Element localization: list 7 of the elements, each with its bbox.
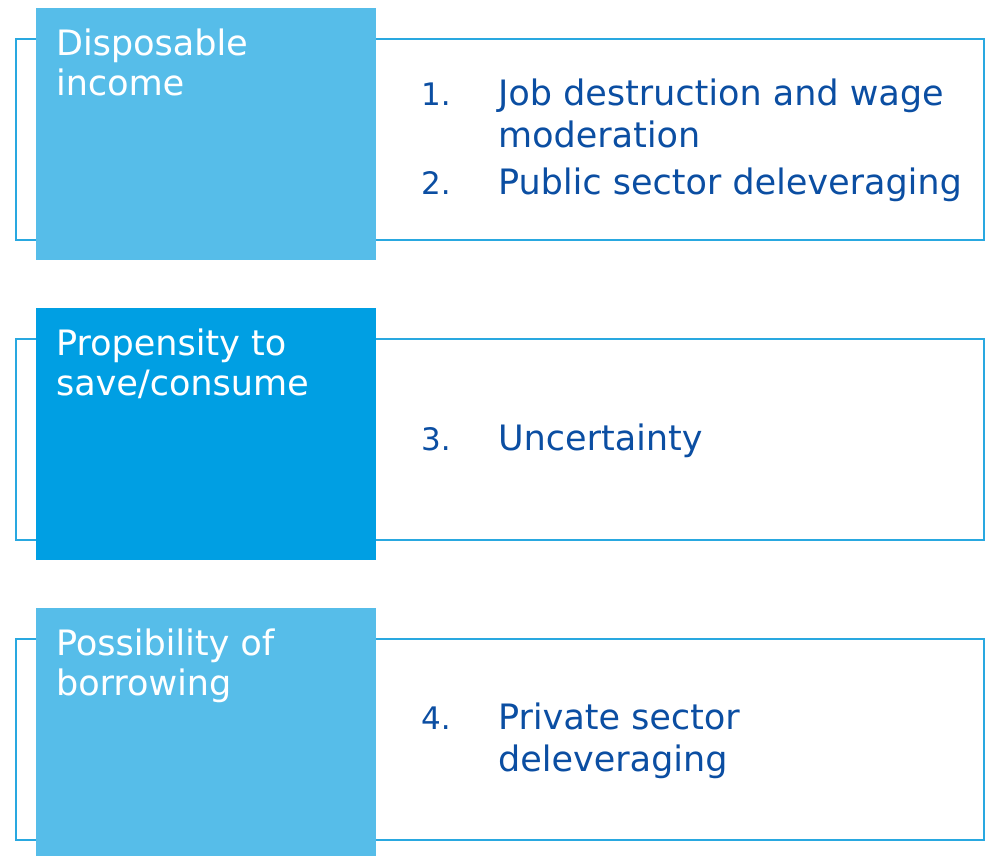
list-item: 4. Private sector deleveraging bbox=[421, 698, 741, 781]
list-item: 2. Public sector deleveraging bbox=[421, 163, 963, 205]
list-item: 3. Uncertainty bbox=[421, 418, 704, 460]
category-box: Possibility of borrowing bbox=[36, 608, 376, 856]
category-box: Disposable income bbox=[36, 8, 376, 260]
category-box: Propensity to save/consume bbox=[36, 308, 376, 560]
list-item: 1. Job destruction and wage moderation bbox=[421, 74, 945, 157]
